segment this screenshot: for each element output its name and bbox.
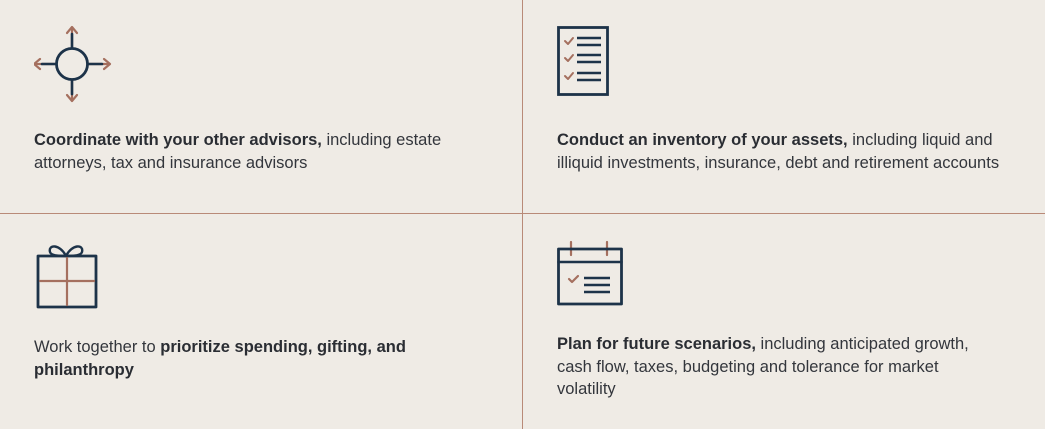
card-text: Coordinate with your other advisors, inc… xyxy=(34,129,514,174)
card-regular-text: including anticipated growth, cash flow,… xyxy=(557,335,969,398)
vertical-divider xyxy=(522,0,523,429)
card-bold-text: Conduct an inventory of your assets, xyxy=(557,131,848,149)
compass-arrows-icon xyxy=(32,24,112,109)
card-bold-text: Plan for future scenarios, xyxy=(557,335,756,353)
card-text: Plan for future scenarios, including ant… xyxy=(557,333,977,401)
horizontal-divider xyxy=(0,213,1045,214)
calendar-checklist-icon xyxy=(557,240,625,313)
card-regular-text: including liquid and illiquid investment… xyxy=(557,131,1000,172)
checklist-icon xyxy=(557,26,611,103)
card-text: Conduct an inventory of your assets, inc… xyxy=(557,129,1037,174)
card-bold-text: Coordinate with your other advisors, xyxy=(34,131,322,149)
card-regular-text: Work together to xyxy=(34,338,161,356)
card-bold-text: prioritize spending, gifting, and philan… xyxy=(34,338,406,379)
card-text: Work together to prioritize spending, gi… xyxy=(34,336,454,381)
card-regular-text: including estate attorneys, tax and insu… xyxy=(34,131,442,172)
gift-icon xyxy=(34,240,100,315)
